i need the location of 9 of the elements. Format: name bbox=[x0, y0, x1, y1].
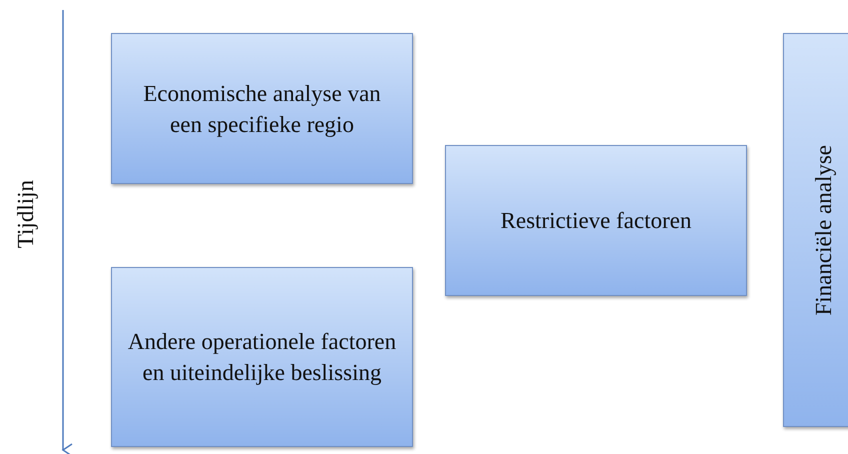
text-box bbox=[111, 267, 413, 447]
box-label: Financiële analyse bbox=[810, 144, 837, 316]
box-label: Economische analyse van een specifieke regio bbox=[142, 80, 382, 139]
text-box bbox=[445, 145, 747, 296]
text-box bbox=[111, 33, 413, 184]
box-label: Andere operationele factoren en uiteindelijke beslissing bbox=[127, 328, 397, 387]
axis-label: Tijdlijn bbox=[12, 180, 39, 248]
box-label: Restrictieve factoren bbox=[500, 207, 692, 235]
text-box bbox=[783, 33, 848, 427]
